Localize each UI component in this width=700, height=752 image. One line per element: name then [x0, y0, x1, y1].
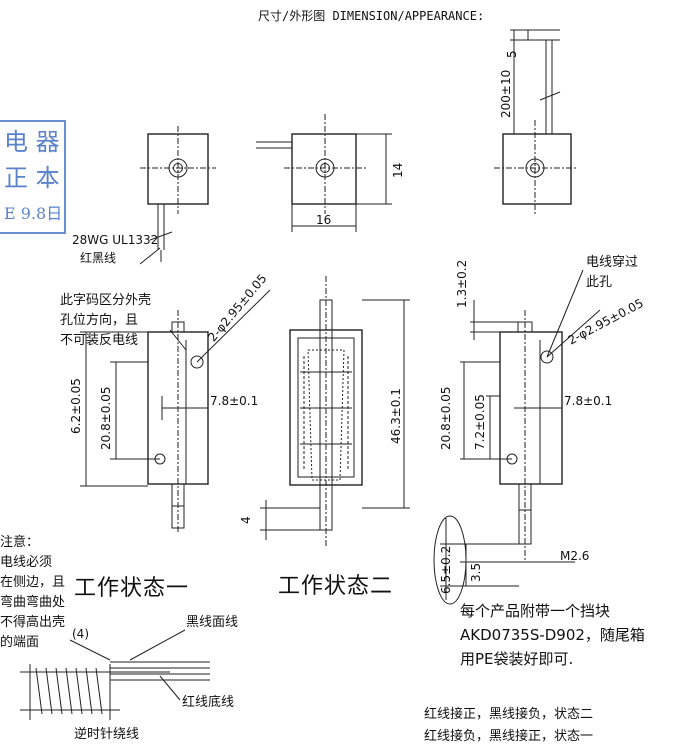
notes-line-2: 电线必须 [0, 555, 53, 570]
block-note-line-3: 用PE袋装好即可. [460, 650, 574, 668]
dim-14-label: 14 [391, 162, 405, 178]
top-view-left-body [147, 133, 209, 205]
block-note-line-2: AKD0735S-D902，随尾箱 [460, 626, 645, 644]
left-dim-7-8-label: 7.8±0.1 [210, 394, 259, 408]
stamp-line-1: 电 器 [4, 128, 60, 156]
right-dim-7-2-label: 7.2±0.05 [473, 394, 487, 450]
notes-line-6: 的端面 [0, 635, 40, 650]
wiring-line-1: 红线接正，黑线接负，状态二 [424, 707, 594, 722]
right-dim-3-5-label: 3.5 [469, 562, 483, 582]
left-dim-20-8-label: 20.8±0.05 [99, 386, 113, 451]
notes-line-4: 弯曲弯曲处 [0, 595, 66, 610]
stamp-line-2: 正 本 [4, 164, 60, 192]
wire-spec-label: 28WG UL1332 [72, 233, 159, 247]
left-dim-6-2-label: 6.2±0.05 [69, 378, 83, 434]
black-wire-label: 黑线面线 [186, 615, 239, 630]
left-note-line-2: 孔位方向，且 [60, 313, 139, 328]
right-dim-20-8-label: 20.8±0.05 [439, 386, 453, 451]
left-note-line-3: 不可装反电线 [60, 333, 139, 348]
state-two-heading: 工作状态二 [278, 574, 394, 599]
drawing-title: 尺寸/外形图 DIMENSION/APPEARANCE: [258, 9, 485, 23]
dim-16-label: 16 [316, 213, 332, 227]
coil-dim-4-label: (4) [72, 627, 89, 641]
top-view-center-body [291, 133, 357, 205]
notes-line-3: 在侧边，且 [0, 575, 66, 590]
notes-line-5: 不得高出壳 [0, 615, 66, 630]
state-one-heading: 工作状态一 [74, 576, 190, 601]
red-wire-label: 红线底线 [182, 695, 235, 710]
left-note-line-1: 此字码区分外壳 [60, 293, 152, 308]
approval-stamp: 电 器 正 本 E 9.8日 [0, 120, 66, 234]
block-note-line-1: 每个产品附带一个挡块 [460, 602, 611, 620]
notes-line-1: 注意： [0, 535, 40, 550]
section-dim-46-3-label: 46.3±0.1 [389, 388, 403, 444]
top-view-right-body [502, 133, 572, 205]
section-dim-4-label: 4 [239, 516, 253, 524]
right-dim-6-5-label: 6.5±0.2 [439, 545, 453, 594]
right-dim-7-8-label: 7.8±0.1 [564, 394, 613, 408]
dim-200-label: 200±10 [499, 69, 513, 118]
right-thread-label: M2.6 [560, 549, 590, 563]
wire-color-label: 红黑线 [80, 251, 117, 265]
right-dim-1-3-label: 1.3±0.2 [455, 259, 469, 308]
winding-direction-label: 逆时针绕线 [74, 727, 140, 742]
right-note-line-1: 电线穿过 [586, 255, 639, 270]
right-note-line-2: 此孔 [586, 275, 613, 290]
stamp-date: E 9.8日 [4, 204, 63, 223]
wiring-line-2: 红线接负，黑线接正，状态一 [424, 729, 594, 744]
dim-5-label: 5 [505, 50, 519, 58]
